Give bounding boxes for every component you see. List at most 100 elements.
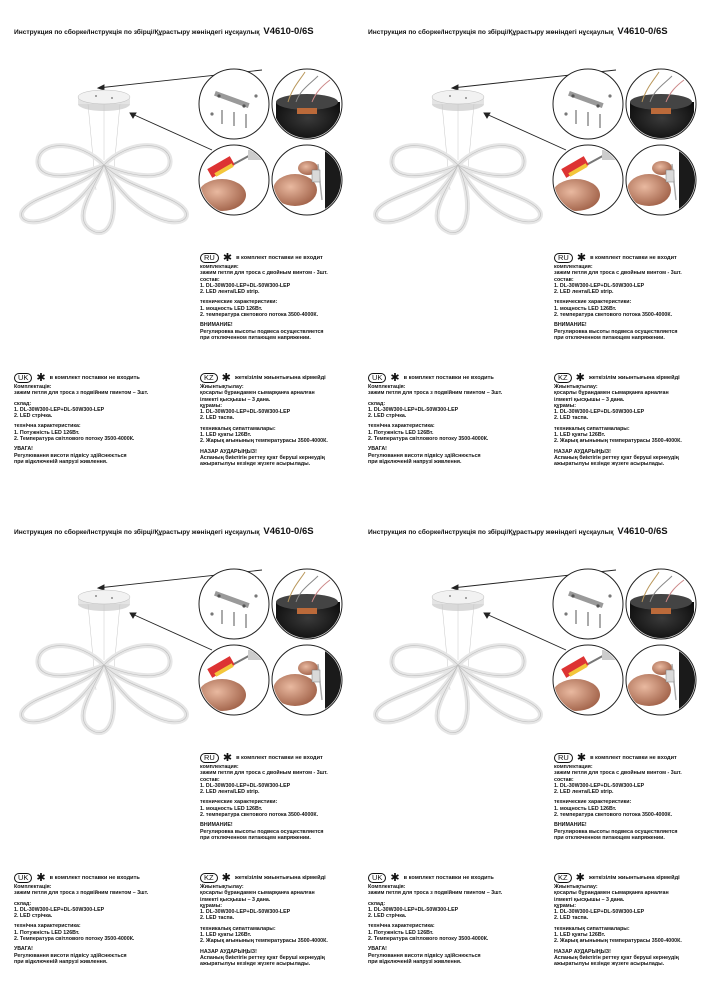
text-line: НАЗАР АУДАРЫҢЫЗ! <box>200 448 257 455</box>
assembly-figure <box>19 68 343 236</box>
text-line: комплектация: <box>554 264 593 270</box>
text-line: склад: <box>368 400 386 407</box>
lamp-canopy-wiring-icon <box>625 568 697 640</box>
text-line: состав: <box>554 776 574 783</box>
text-line: ВНИМАНИЕ! <box>554 822 587 829</box>
text-line: УВАГА! <box>368 946 387 953</box>
text-line: ВНИМАНИЕ! <box>554 322 587 329</box>
text-line: зажим петля для троса з подвійним гвинто… <box>14 890 149 897</box>
text-line: Жиынтықтылау: <box>200 884 244 890</box>
text-line: при відключеній напрузі живлення. <box>14 458 108 465</box>
text-line: комплектация: <box>554 764 593 770</box>
text-line: при відключеній напрузі живлення. <box>368 458 462 465</box>
uk-section: UK ✱ в комплект поставки не входить Комп… <box>14 372 189 465</box>
model-number: V4610-0/6S <box>263 526 314 537</box>
text-line: Регулировка высоты подвеса осуществляетс… <box>554 828 678 835</box>
text-line: зажим петля для троса з подвійним гвинто… <box>368 390 503 397</box>
document-title: Инструкция по сборке/Інструкція по збірц… <box>14 26 350 37</box>
document-title: Инструкция по сборке/Інструкція по збірц… <box>368 526 704 537</box>
model-number: V4610-0/6S <box>617 26 668 37</box>
lang-badge-uk: UK <box>368 873 387 883</box>
text-line: НАЗАР АУДАРЫҢЫЗ! <box>200 948 257 955</box>
lang-badge-kz: KZ <box>554 373 572 383</box>
text-line: зажим петля для троса з подвійним гвинто… <box>14 390 149 397</box>
uk-section: UK ✱ в комплект поставки не входить Комп… <box>368 872 543 965</box>
text-line: комплектация: <box>200 764 239 770</box>
asterisk-icon: ✱ <box>575 371 585 384</box>
lang-badge-kz: KZ <box>200 373 218 383</box>
text-line: қосарлы бұрандамен сымарқанға арналған <box>200 890 315 897</box>
asterisk-icon: ✱ <box>575 871 585 884</box>
text-line: 2. температура светового потока 3500-400… <box>200 312 319 319</box>
cable-clamp-hand-icon <box>271 144 343 216</box>
text-line: 2. Жарық ағынының температурасы 3500-400… <box>200 438 328 445</box>
text-line: при відключеній напрузі живлення. <box>368 958 462 965</box>
text-line: склад: <box>14 400 32 407</box>
ru-section: RU ✱ в комплект поставки не входит компл… <box>200 752 350 841</box>
text-line: ажыратылуы кезінде жүзеге асырылады. <box>200 461 311 468</box>
text-line: 2. Температура світлового потоку 3500-40… <box>14 936 135 943</box>
text-line: НАЗАР АУДАРЫҢЫЗ! <box>554 448 611 455</box>
text-line: 1. Потужність LED 126Вт. <box>14 429 80 436</box>
instruction-panel-4: Инструкция по сборке/Інструкція по збірц… <box>354 500 707 1000</box>
asterisk-icon: ✱ <box>576 751 587 764</box>
lamp-canopy-wiring-icon <box>271 68 343 140</box>
text-line: 1. DL-30W300-LEP+DL-50W300-LEP <box>554 909 645 916</box>
text-line: 1. DL-30W300-LEP+DL-50W300-LEP <box>368 906 459 913</box>
text-line: технические характеристики: <box>554 299 632 306</box>
text-line: Регулировка высоты подвеса осуществляетс… <box>200 328 324 335</box>
ru-note: в комплект поставки не входит <box>590 254 677 261</box>
text-line: ілмекті қысқышы – 3 дана. <box>554 896 625 903</box>
lang-badge-ru: RU <box>554 753 573 763</box>
text-line: құрамы: <box>554 402 576 409</box>
screwdriver-hand-icon <box>552 644 624 716</box>
asterisk-icon: ✱ <box>390 371 400 384</box>
text-line: 2. LED таспа. <box>554 415 589 422</box>
text-line: 1. мощность LED 126Вт. <box>554 805 617 812</box>
text-line: 1. мощность LED 126Вт. <box>554 305 617 312</box>
text-line: при отключенном питающем напряжении. <box>200 834 311 841</box>
asterisk-icon: ✱ <box>36 871 46 884</box>
text-line: 2. LED стрічка. <box>368 413 407 420</box>
ru-section: RU ✱ в комплект поставки не входит компл… <box>200 252 350 341</box>
cable-clamp-hand-icon <box>271 644 343 716</box>
asterisk-icon: ✱ <box>221 871 231 884</box>
text-line: 1. LED қуаты 126Вт. <box>554 932 606 939</box>
text-line: ВНИМАНИЕ! <box>200 822 233 829</box>
instruction-panel-1: Инструкция по сборке/Інструкція по збірц… <box>0 0 353 500</box>
text-line: технические характеристики: <box>554 799 632 806</box>
text-line: зажим петля для троса с двойным винтом -… <box>200 770 328 777</box>
screwdriver-hand-icon <box>198 144 270 216</box>
lamp-canopy-wiring-icon <box>625 68 697 140</box>
title-text: Инструкция по сборке/Інструкція по збірц… <box>14 529 260 536</box>
text-line: құрамы: <box>554 902 576 909</box>
text-line: ілмекті қысқышы – 3 дана. <box>554 396 625 403</box>
mounting-bracket-icon <box>552 68 624 140</box>
text-line: зажим петля для троса с двойным винтом -… <box>554 270 682 277</box>
text-line: Регулировка высоты подвеса осуществляетс… <box>200 828 324 835</box>
kz-section: KZ ✱ жеткізілім жиынтығына кірмейді Жиын… <box>554 871 704 968</box>
text-line: УВАГА! <box>14 446 33 453</box>
document-title: Инструкция по сборке/Інструкція по збірц… <box>368 26 704 37</box>
text-line: технічна характеристика: <box>14 923 81 930</box>
ceiling-lamp-illustration <box>19 589 189 736</box>
uk-note: в комплект поставки не входить <box>403 374 494 381</box>
text-line: при отключенном питающем напряжении. <box>554 834 665 841</box>
text-line: Регулювання висоти підвісу здійснюється <box>14 452 127 459</box>
text-line: техникалық сипаттамалары: <box>554 425 630 432</box>
lang-badge-ru: RU <box>554 253 573 263</box>
text-line: 1. DL-30W300-LEP+DL-50W300-LEP <box>200 782 291 789</box>
text-line: 1. Потужність LED 126Вт. <box>14 929 80 936</box>
text-line: 1. мощность LED 126Вт. <box>200 805 263 812</box>
text-line: Аспаның биіктігін реттеу қуат беруші кер… <box>200 954 325 961</box>
text-line: 2. температура светового потока 3500-400… <box>554 812 673 819</box>
text-line: 1. DL-30W300-LEP+DL-50W300-LEP <box>14 406 105 413</box>
lang-badge-kz: KZ <box>554 873 572 883</box>
uk-note: в комплект поставки не входить <box>403 874 494 881</box>
text-line: 2. LED таспа. <box>200 415 235 422</box>
text-line: комплектация: <box>200 264 239 270</box>
mounting-bracket-icon <box>198 568 270 640</box>
text-line: техникалық сипаттамалары: <box>200 925 276 932</box>
text-line: 2. температура светового потока 3500-400… <box>554 312 673 319</box>
ceiling-lamp-illustration <box>373 589 543 736</box>
